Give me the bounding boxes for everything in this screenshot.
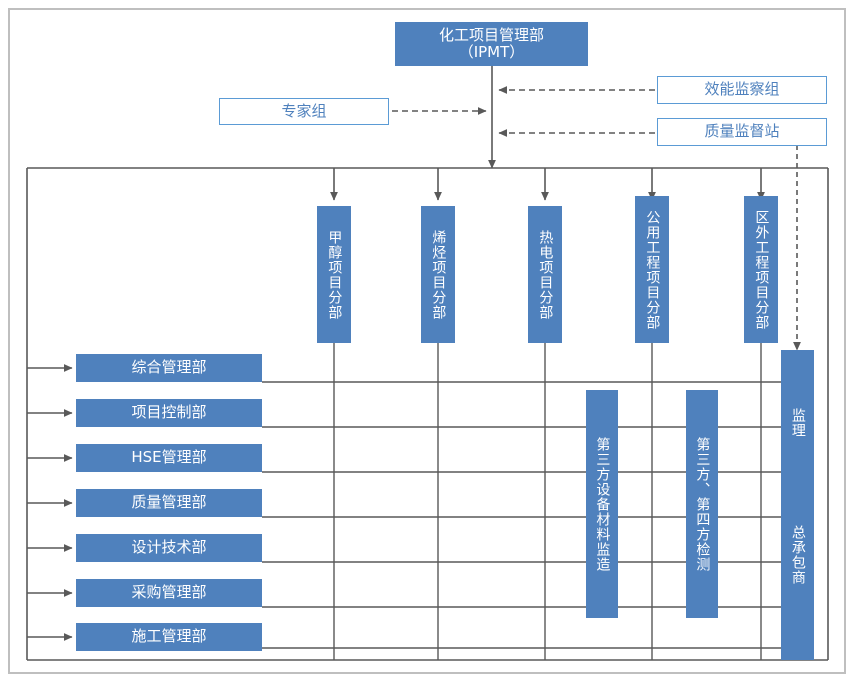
node-project-division-methanol[interactable]: 甲醇项目分部 xyxy=(317,206,351,343)
outer-frame xyxy=(8,8,846,674)
node-efficiency-inspection-group[interactable]: 效能监察组 xyxy=(657,76,827,104)
node-third-party-equipment-inspection-label: 第三方设备材料监造 xyxy=(594,436,611,572)
node-department-general-management[interactable]: 综合管理部 xyxy=(76,354,262,382)
node-ipmt[interactable]: 化工项目管理部 （IPMT） xyxy=(395,22,588,66)
node-project-division-olefin[interactable]: 烯烃项目分部 xyxy=(421,206,455,343)
node-quality-supervision-station-label: 质量监督站 xyxy=(704,122,780,141)
node-department-hse[interactable]: HSE管理部 xyxy=(76,444,262,472)
node-department-hse-label: HSE管理部 xyxy=(131,448,207,467)
node-department-quality-management[interactable]: 质量管理部 xyxy=(76,489,262,517)
node-department-design-technology-label: 设计技术部 xyxy=(131,538,207,557)
node-project-division-offsite-engineering[interactable]: 区外工程项目分部 xyxy=(744,196,778,343)
node-supervision-label-wrap: 监理 xyxy=(781,408,814,438)
node-expert-group[interactable]: 专家组 xyxy=(219,98,389,125)
node-efficiency-inspection-group-label: 效能监察组 xyxy=(704,80,780,99)
node-department-procurement-management-label: 采购管理部 xyxy=(131,583,207,602)
node-quality-supervision-station[interactable]: 质量监督站 xyxy=(657,118,827,146)
node-supervision-contractor-column[interactable]: 监理 总承包商 xyxy=(781,350,814,660)
node-third-party-fourth-party-testing-label: 第三方、第四方检测 xyxy=(694,436,711,572)
node-ipmt-label: 化工项目管理部 （IPMT） xyxy=(438,25,544,61)
node-department-construction-management-label: 施工管理部 xyxy=(131,627,207,646)
node-project-division-thermal-power-label: 热电项目分部 xyxy=(537,229,554,320)
node-project-division-olefin-label: 烯烃项目分部 xyxy=(430,229,447,320)
node-department-project-control-label: 项目控制部 xyxy=(131,403,207,422)
node-project-division-thermal-power[interactable]: 热电项目分部 xyxy=(528,206,562,343)
node-general-contractor-label-wrap: 总承包商 xyxy=(781,525,814,585)
node-project-division-methanol-label: 甲醇项目分部 xyxy=(326,229,343,320)
node-project-division-utility-engineering[interactable]: 公用工程项目分部 xyxy=(635,196,669,343)
node-third-party-fourth-party-testing[interactable]: 第三方、第四方检测 xyxy=(686,390,718,618)
node-general-contractor-label: 总承包商 xyxy=(789,525,806,585)
node-project-division-offsite-engineering-label: 区外工程项目分部 xyxy=(753,209,770,330)
node-department-general-management-label: 综合管理部 xyxy=(131,358,207,377)
node-supervision-label: 监理 xyxy=(789,408,806,438)
node-third-party-equipment-inspection[interactable]: 第三方设备材料监造 xyxy=(586,390,618,618)
node-expert-group-label: 专家组 xyxy=(281,101,327,120)
node-department-project-control[interactable]: 项目控制部 xyxy=(76,399,262,427)
node-department-construction-management[interactable]: 施工管理部 xyxy=(76,623,262,651)
node-department-procurement-management[interactable]: 采购管理部 xyxy=(76,579,262,607)
node-department-quality-management-label: 质量管理部 xyxy=(131,493,207,512)
node-department-design-technology[interactable]: 设计技术部 xyxy=(76,534,262,562)
node-project-division-utility-engineering-label: 公用工程项目分部 xyxy=(644,209,661,330)
